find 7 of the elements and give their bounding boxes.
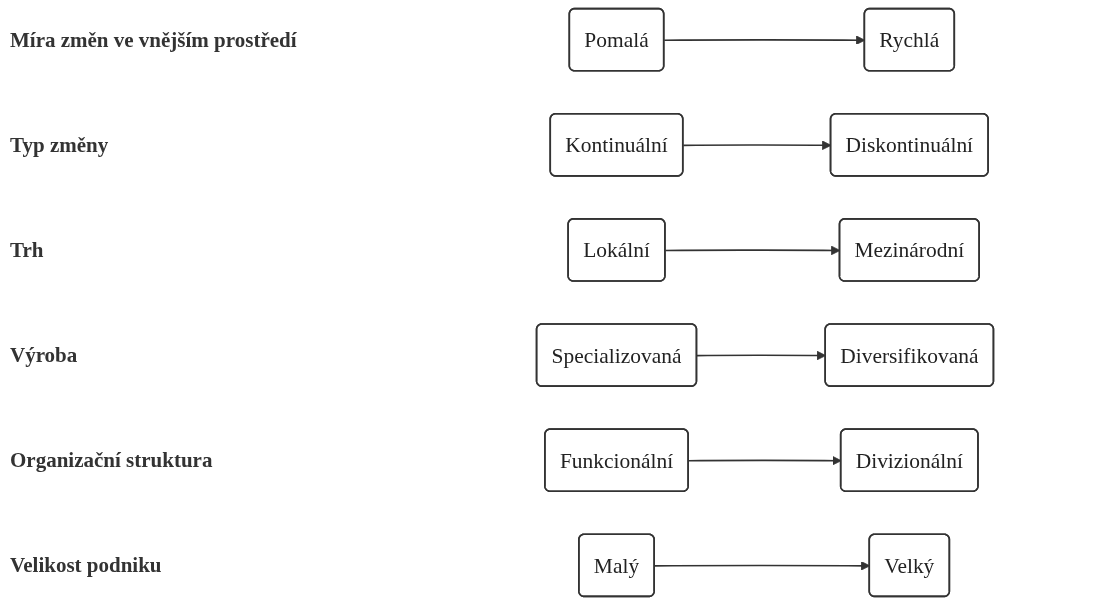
row-label: Výroba [10, 342, 78, 368]
row-label: Velikost podniku [10, 552, 162, 578]
flowchart: Pomalá Rychlá Kontinuální Diskontinuální Lokální Mezinárodní Specializovaná Diversifikovaná Funkcionální Divizionální Malý Velký [440, 0, 1090, 605]
row-label: Typ změny [10, 132, 109, 158]
row-label: Organizační struktura [10, 447, 213, 473]
row-label: Trh [10, 237, 44, 263]
row-label: Míra změn ve vnějším prostředí [10, 27, 297, 53]
